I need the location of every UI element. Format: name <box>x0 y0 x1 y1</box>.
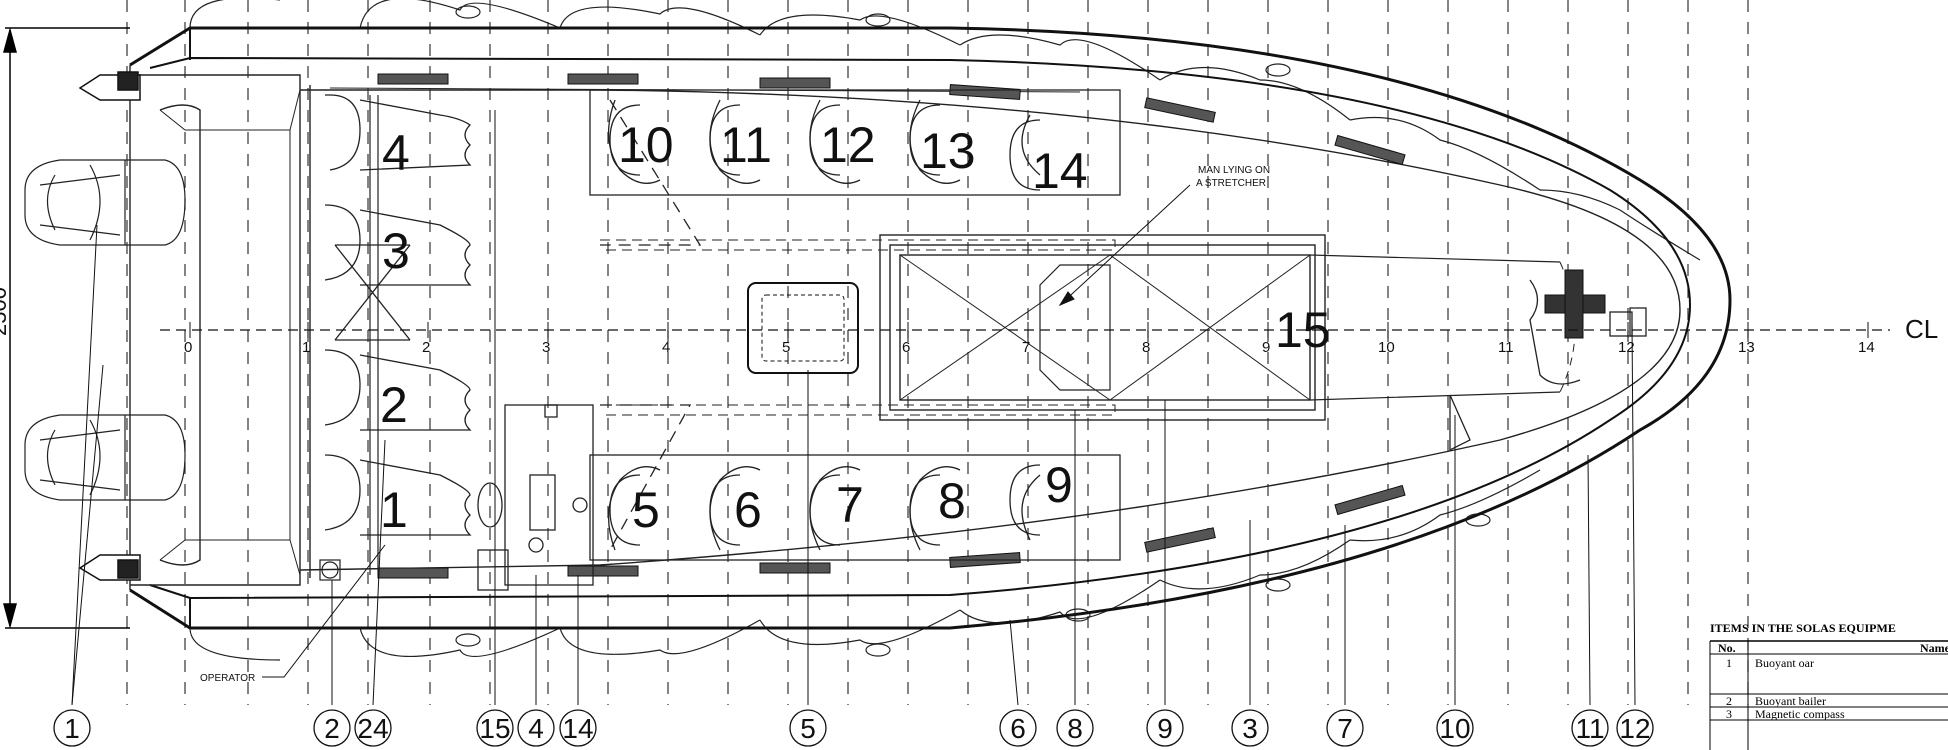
outboard-engine-top <box>24 159 186 246</box>
overall-dimension-label: 2500 <box>0 287 11 336</box>
helm-console <box>477 404 594 591</box>
callout-number: 10 <box>1439 713 1470 744</box>
callout-number: 14 <box>562 713 593 744</box>
frame-number: 10 <box>1378 339 1395 356</box>
operator-label: OPERATOR <box>200 673 255 684</box>
frame-number: 2 <box>422 339 430 356</box>
frame-number: 1 <box>302 339 310 356</box>
callout-number: 8 <box>1067 713 1083 744</box>
callout-leaders <box>71 110 1636 706</box>
buoyancy-tube-floats <box>189 0 1701 661</box>
seat-number: 7 <box>836 477 864 533</box>
table-cell-name: Magnetic compass <box>1755 707 1845 721</box>
callout-number: 5 <box>800 713 816 744</box>
deck-outline <box>299 87 1681 571</box>
frame-ticks <box>189 322 1869 338</box>
seat-number: 9 <box>1045 457 1073 513</box>
frame-number: 6 <box>902 339 910 356</box>
seat-number: 8 <box>938 473 966 529</box>
bow-fitting <box>1449 279 1647 452</box>
seat-number: 13 <box>920 123 976 179</box>
frame-number: 4 <box>662 339 670 356</box>
seat-number: 5 <box>632 482 660 538</box>
table-cell-no: 2 <box>1726 694 1732 708</box>
seat-number: 14 <box>1032 143 1088 199</box>
seat-number: 3 <box>382 223 410 279</box>
frame-number: 14 <box>1858 339 1875 356</box>
transom-well <box>129 65 311 590</box>
seat-number: 1 <box>380 482 408 538</box>
centerline-label: CL <box>1905 314 1938 344</box>
frame-number: 3 <box>542 339 550 356</box>
frame-number: 11 <box>1498 339 1514 356</box>
port-bench <box>589 89 1121 246</box>
bench-seat-arcs <box>609 104 1041 546</box>
aft-seat-shapes <box>324 94 472 536</box>
callout-number: 15 <box>479 713 510 744</box>
frame-number: 8 <box>1142 339 1150 356</box>
stretcher-label-line2: A STRETCHER <box>1196 178 1266 189</box>
stretcher-area <box>600 234 1576 421</box>
frame-numbers: 0 1 2 3 4 5 6 7 8 9 10 11 12 13 14 <box>184 339 1875 356</box>
hull-outline <box>129 26 1732 630</box>
table-cell-no: 1 <box>1726 656 1732 670</box>
table-header-no: No. <box>1718 641 1736 655</box>
table-cell-name: Buoyant bailer <box>1755 694 1826 708</box>
seat-number: 11 <box>720 117 772 173</box>
equipment-table: ITEMS IN THE SOLAS EQUIPME No. Name 1 Bu… <box>1709 621 1948 750</box>
transom-ladder <box>319 95 379 581</box>
callout-number: 7 <box>1337 713 1353 744</box>
frame-number: 5 <box>782 339 790 356</box>
seat-number: 15 <box>1275 302 1331 358</box>
liferaft-container <box>747 282 859 374</box>
frame-number: 13 <box>1738 339 1755 356</box>
frame-number: 0 <box>184 339 192 356</box>
equipment-table-title: ITEMS IN THE SOLAS EQUIPME <box>1710 621 1896 635</box>
engine-bracket-pins <box>78 71 141 581</box>
stretcher-leader <box>1058 184 1191 307</box>
seat-number: 4 <box>382 125 410 181</box>
callout-number: 3 <box>1242 713 1258 744</box>
outboard-engine-bottom <box>24 414 186 501</box>
stretcher-label-line1: MAN LYING ON <box>1198 165 1270 176</box>
callout-numbers: 1 2 24 15 4 14 5 6 8 9 3 7 10 11 12 <box>64 713 1650 744</box>
callout-number: 4 <box>528 713 544 744</box>
grab-handle-strips <box>377 73 1406 579</box>
table-cell-no: 3 <box>1726 707 1732 721</box>
callout-circles <box>53 709 1654 747</box>
callout-number: 9 <box>1157 713 1173 744</box>
overall-dimension-line <box>3 27 130 629</box>
seat-number: 12 <box>820 117 876 173</box>
callout-number: 1 <box>64 713 80 744</box>
table-cell-name: Buoyant oar <box>1755 656 1814 670</box>
frame-number: 9 <box>1262 339 1270 356</box>
operator-leader <box>262 544 386 678</box>
callout-number: 6 <box>1010 713 1026 744</box>
frame-number: 7 <box>1022 339 1030 356</box>
frame-number: 12 <box>1618 339 1635 356</box>
callout-number: 24 <box>357 713 388 744</box>
callout-number: 11 <box>1575 713 1604 744</box>
callout-number: 2 <box>324 713 340 744</box>
bow-light-cross <box>1544 269 1606 339</box>
seat-numbers: 1 2 3 4 5 6 7 8 9 10 11 12 13 14 15 <box>380 117 1331 538</box>
seat-number: 6 <box>734 482 762 538</box>
seat-number: 2 <box>380 377 408 433</box>
seat-number: 10 <box>618 117 674 173</box>
table-header-name: Name <box>1920 641 1948 655</box>
callout-number: 12 <box>1619 713 1650 744</box>
